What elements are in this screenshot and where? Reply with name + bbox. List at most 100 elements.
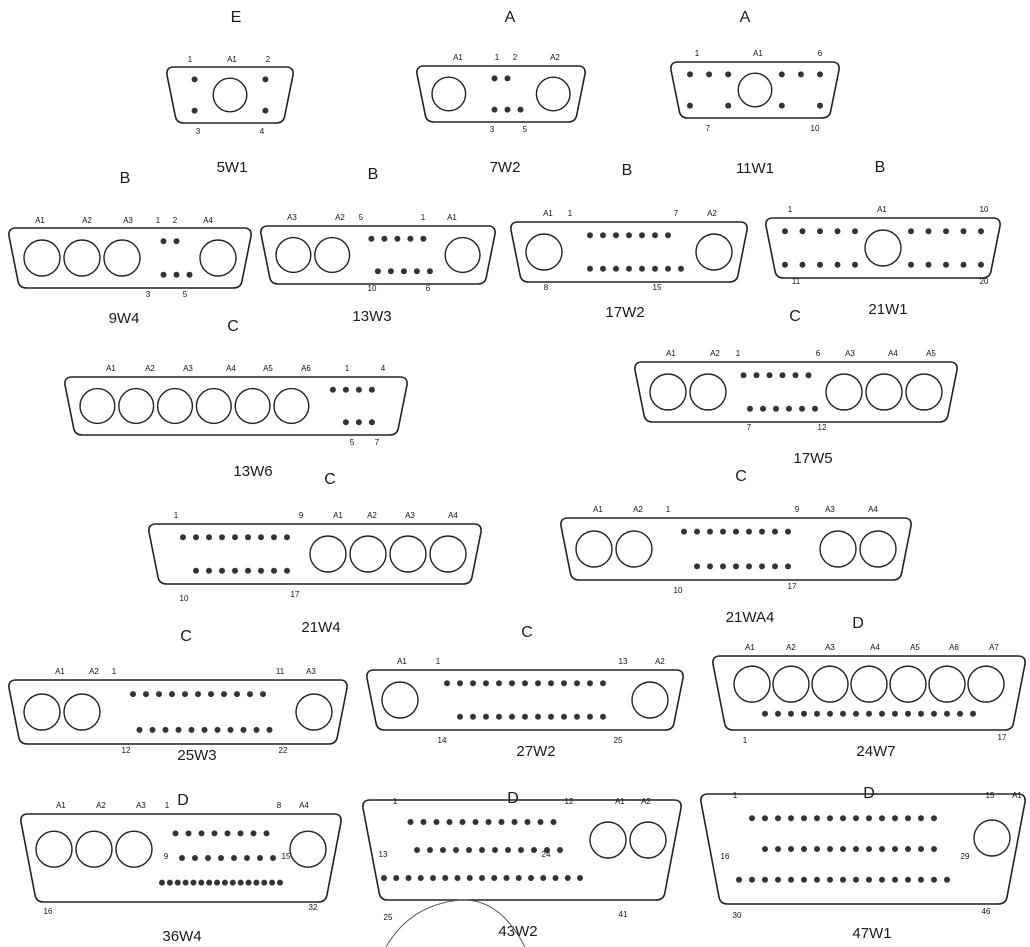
signal-pin xyxy=(229,879,236,886)
pin-label: 1 xyxy=(733,791,738,800)
signal-pin xyxy=(509,680,515,687)
shell-size-letter: C xyxy=(735,468,747,485)
pin-label: A2 xyxy=(82,216,92,225)
pin-label: A6 xyxy=(949,643,959,652)
coax-contact xyxy=(23,239,61,277)
signal-pin xyxy=(394,235,401,242)
pin-label: 9 xyxy=(164,852,169,861)
coax-contact xyxy=(75,830,113,868)
coax-contact xyxy=(103,239,141,277)
signal-pin xyxy=(453,847,459,853)
signal-pin xyxy=(840,815,846,822)
signal-pin xyxy=(466,847,472,853)
signal-pin xyxy=(792,372,799,379)
signal-pin xyxy=(483,713,489,720)
signal-pin xyxy=(237,879,244,886)
signal-pin xyxy=(801,876,807,883)
signal-pin xyxy=(206,567,212,574)
signal-pin xyxy=(245,567,251,574)
signal-pin xyxy=(908,261,914,268)
signal-pin xyxy=(725,102,732,109)
coax-contact xyxy=(535,76,571,112)
signal-pin xyxy=(852,261,858,268)
pin-label: 1 xyxy=(495,53,500,62)
signal-pin xyxy=(782,228,788,235)
signal-pin xyxy=(840,876,846,883)
signal-pin xyxy=(355,419,362,426)
pin-label: 2 xyxy=(266,55,271,64)
pin-label: 6 xyxy=(818,49,823,58)
signal-pin xyxy=(827,815,833,822)
signal-pin xyxy=(159,879,165,886)
coax-contact xyxy=(23,693,61,731)
signal-pin xyxy=(785,563,791,570)
coax-contact xyxy=(589,821,627,859)
signal-pin xyxy=(136,726,143,733)
signal-pin xyxy=(368,235,375,242)
signal-pin xyxy=(960,261,967,268)
signal-pin xyxy=(491,75,498,82)
signal-pin xyxy=(905,876,911,883)
signal-pin xyxy=(544,847,550,853)
pin-label: 32 xyxy=(309,903,318,912)
coax-contact xyxy=(850,665,888,703)
pin-label: A7 xyxy=(989,643,999,652)
signal-pin xyxy=(613,265,619,272)
shell-size-letter: D xyxy=(507,790,519,807)
coax-contact xyxy=(63,239,101,277)
signal-pin xyxy=(219,567,225,574)
pin-label: 8 xyxy=(544,283,549,292)
shell-size-letter: B xyxy=(368,166,379,183)
signal-pin xyxy=(459,819,466,825)
signal-pin xyxy=(524,819,531,825)
signal-pin xyxy=(457,680,463,687)
signal-pin xyxy=(407,819,414,825)
pin-label: 16 xyxy=(44,907,53,916)
signal-pin xyxy=(665,232,671,239)
signal-pin xyxy=(260,691,266,698)
signal-pin xyxy=(190,879,197,886)
pin-label: 5 xyxy=(359,213,364,222)
signal-pin xyxy=(725,71,732,78)
signal-pin xyxy=(707,528,713,535)
signal-pin xyxy=(746,528,752,535)
signal-pin xyxy=(417,875,424,881)
pin-label: A1 xyxy=(615,797,625,806)
signal-pin xyxy=(342,419,349,426)
signal-pin xyxy=(479,847,485,853)
signal-pin xyxy=(762,710,768,717)
pin-label: A3 xyxy=(183,364,193,373)
pin-label: 7 xyxy=(747,423,752,432)
signal-pin xyxy=(173,271,180,278)
signal-pin xyxy=(232,534,238,541)
pin-label: A2 xyxy=(641,797,651,806)
pin-label: 41 xyxy=(619,910,628,919)
signal-pin xyxy=(944,876,950,883)
signal-pin xyxy=(805,372,812,379)
pin-label: 25 xyxy=(614,736,623,745)
signal-pin xyxy=(853,846,859,852)
pin-label: 7 xyxy=(706,124,711,133)
signal-pin xyxy=(905,815,911,822)
signal-pin xyxy=(852,228,858,235)
signal-pin xyxy=(355,386,362,393)
coax-contact xyxy=(63,693,101,731)
signal-pin xyxy=(186,271,193,278)
pin-label: 12 xyxy=(565,797,574,806)
pin-label: 1 xyxy=(736,349,741,358)
signal-pin xyxy=(381,235,388,242)
signal-pin xyxy=(240,726,247,733)
signal-pin xyxy=(266,726,273,733)
connector-shell xyxy=(260,225,496,285)
pin-label: A4 xyxy=(868,505,878,514)
pin-label: 1 xyxy=(165,801,170,810)
signal-pin xyxy=(253,879,260,886)
shell-size-letter: C xyxy=(227,318,239,335)
pin-label: 10 xyxy=(368,284,377,293)
coax-contact xyxy=(819,530,857,568)
pin-label: 25 xyxy=(384,913,393,922)
signal-pin xyxy=(485,819,492,825)
